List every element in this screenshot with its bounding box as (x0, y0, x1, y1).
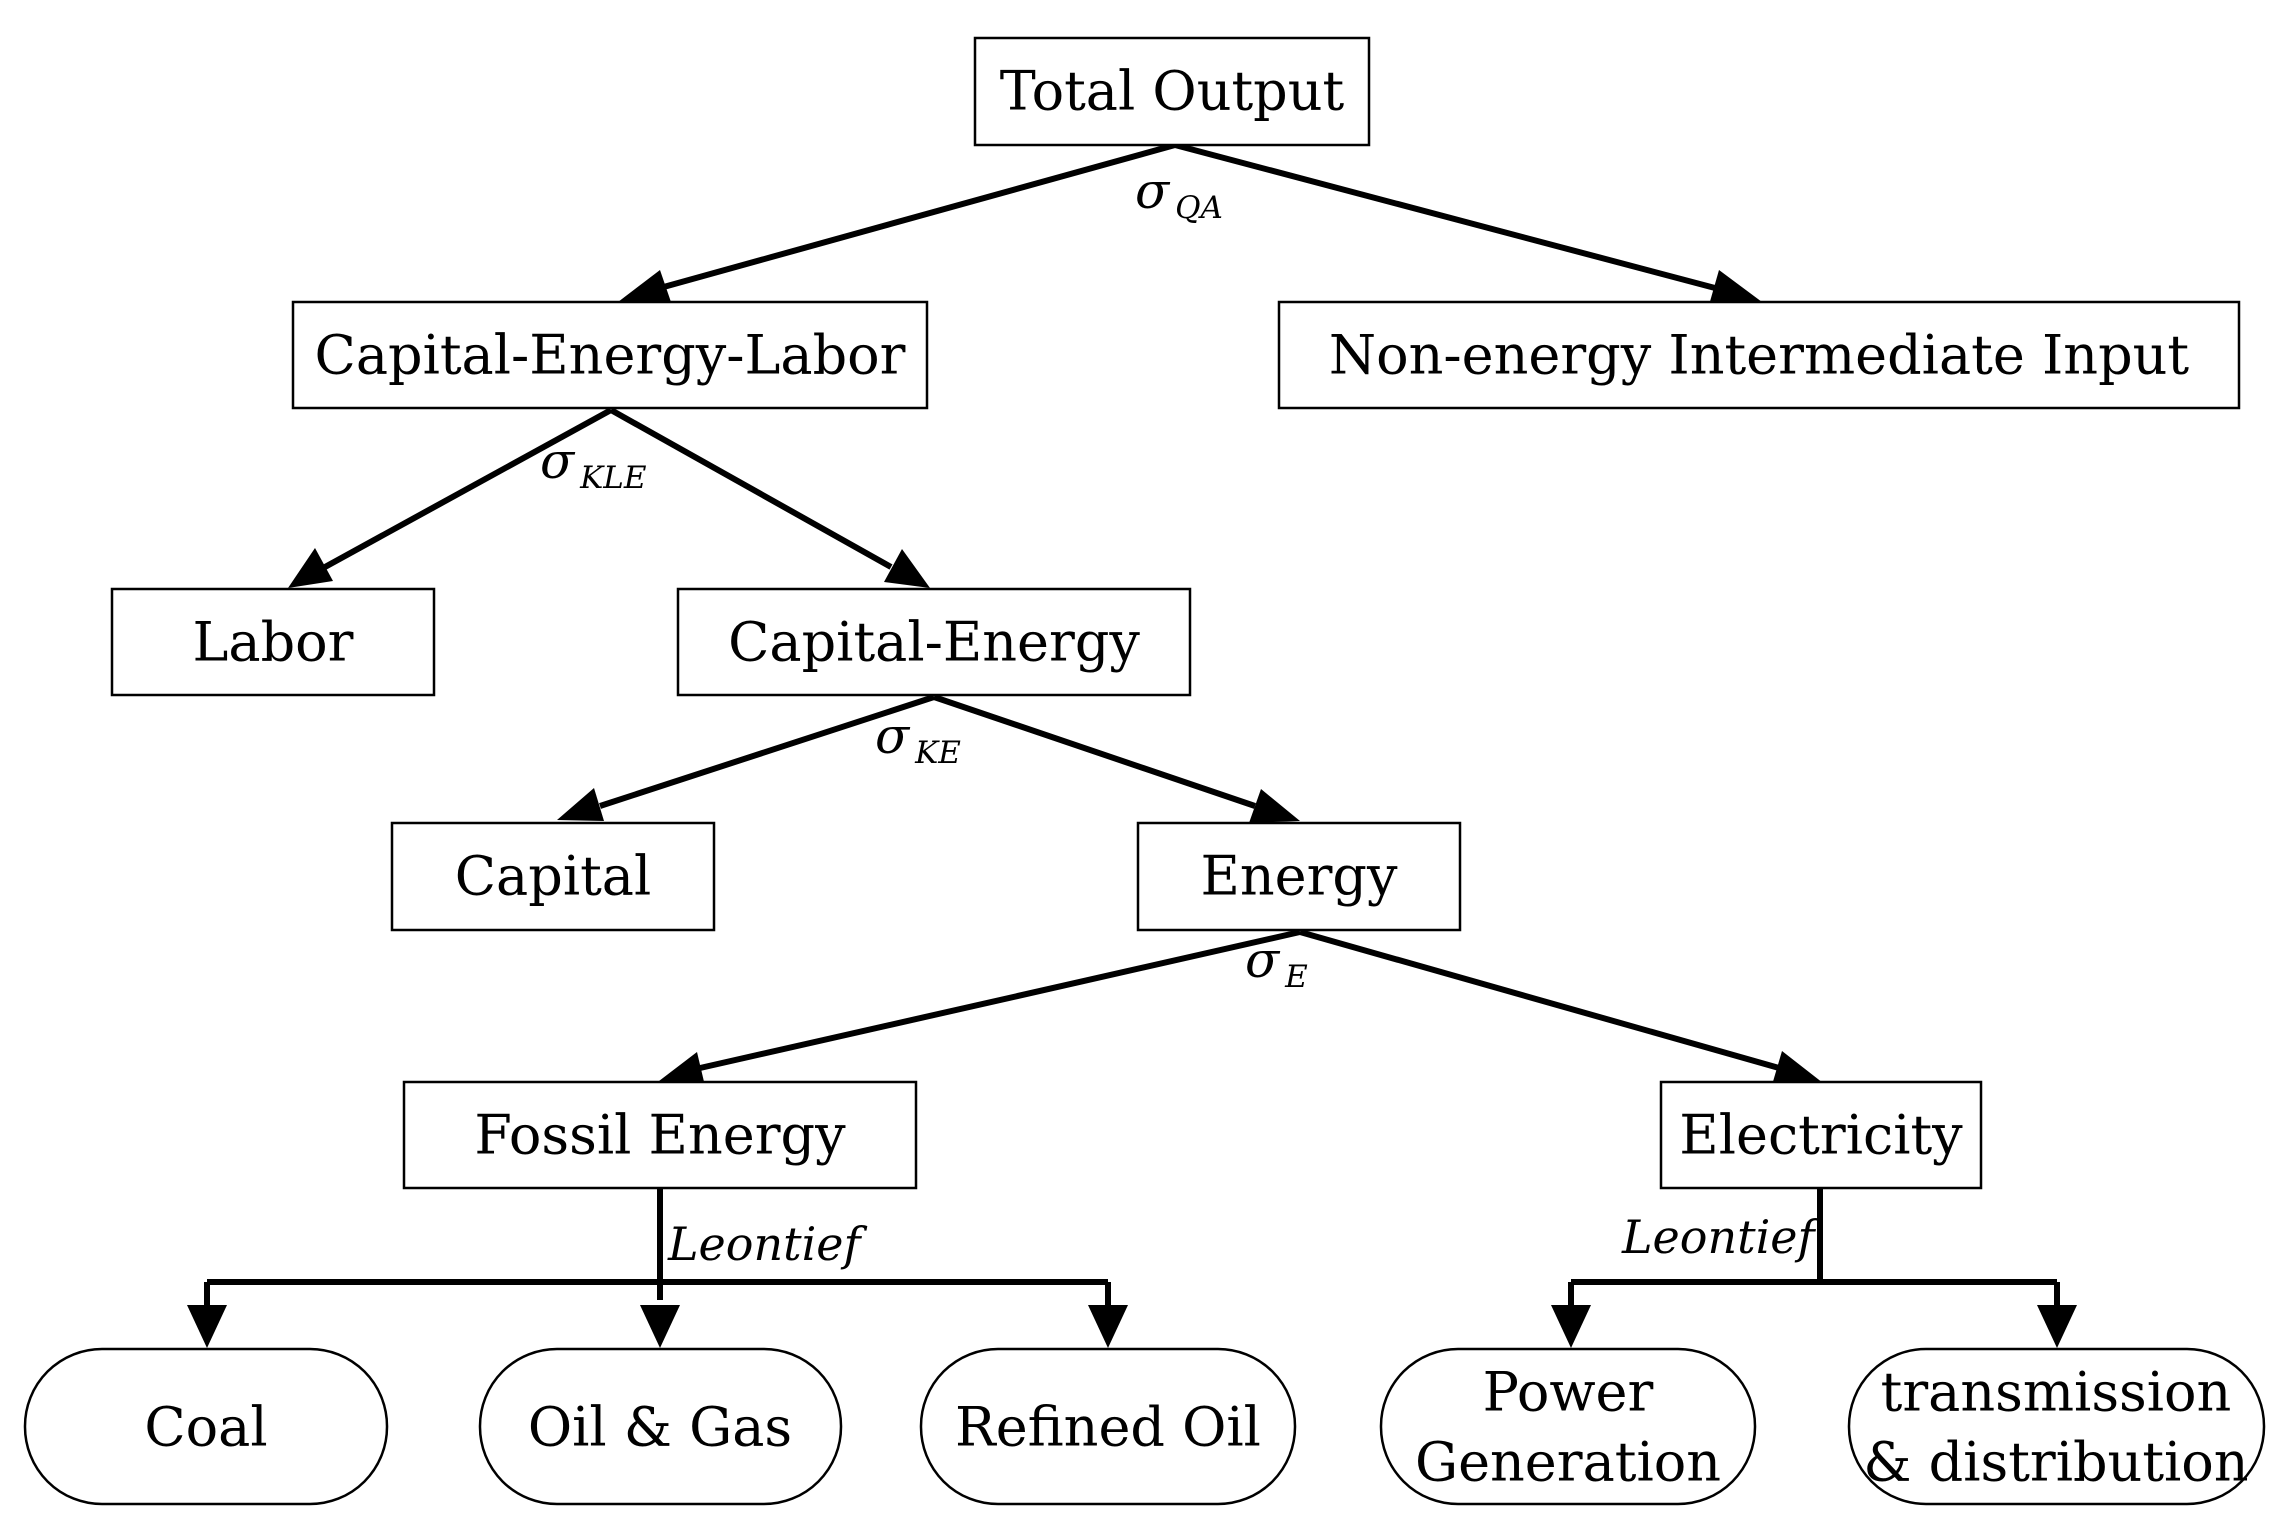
arrow-to-power-generation (1551, 1305, 1591, 1348)
node-label: Capital-Energy-Labor (315, 324, 906, 387)
node-refined-oil: Refined Oil (919, 1347, 1297, 1506)
node-box (478, 1347, 843, 1506)
arrow-to-labor (288, 548, 333, 588)
node-label-line1: Power (1483, 1361, 1654, 1424)
arrow-to-fossil (659, 1052, 705, 1086)
node-box (1847, 1347, 2266, 1506)
node-box (390, 821, 716, 932)
node-label: Electricity (1679, 1104, 1963, 1167)
node-label-line2: & distribution (1863, 1431, 2248, 1494)
leontief-electricity-label: Leontief (1621, 1210, 1822, 1264)
node-label: Oil & Gas (528, 1396, 792, 1459)
edge-cel-to-labor (323, 407, 613, 570)
node-label: Coal (144, 1396, 267, 1459)
edge-total-to-nonenergy (1174, 142, 1716, 291)
node-capital-energy-labor: Capital-Energy-Labor (291, 300, 929, 410)
node-label: Refined Oil (955, 1396, 1261, 1459)
node-box (973, 36, 1371, 147)
node-label: Capital (455, 845, 652, 908)
arrow-to-cel (618, 270, 672, 305)
node-box (402, 1080, 918, 1190)
edge-cel-to-ce (609, 407, 893, 570)
arrow-to-transmission (2037, 1305, 2077, 1348)
arrow-to-refined-oil (1088, 1305, 1128, 1348)
node-label-line2: Generation (1415, 1431, 1721, 1494)
node-box (1136, 821, 1462, 932)
node-label: Non-energy Intermediate Input (1329, 324, 2190, 387)
node-label: Total Output (1000, 60, 1345, 123)
node-box (291, 300, 929, 410)
node-label-line1: transmission (1881, 1361, 2232, 1424)
arrow-to-energy (1249, 789, 1300, 823)
leontief-fossil-label: Leontief (667, 1217, 868, 1271)
node-box (23, 1347, 389, 1506)
node-box (1277, 300, 2241, 410)
node-label: Capital-Energy (728, 611, 1140, 674)
node-capital: Capital (390, 821, 716, 932)
arrow-to-electricity (1772, 1051, 1823, 1085)
arrow-to-nonenergy (1709, 270, 1762, 305)
edge-energy-to-fossil (699, 929, 1301, 1071)
node-box (110, 587, 436, 697)
node-box (1379, 1347, 1757, 1506)
edge-ce-to-energy (933, 694, 1256, 809)
node-box (1659, 1080, 1983, 1190)
arrow-to-capital (557, 788, 604, 821)
node-transmission-distribution: transmission & distribution (1847, 1347, 2266, 1506)
arrow-to-coal (187, 1305, 227, 1348)
node-energy: Energy (1136, 821, 1462, 932)
node-coal: Coal (23, 1347, 389, 1506)
node-oil-gas: Oil & Gas (478, 1347, 843, 1506)
node-labor: Labor (110, 587, 436, 697)
node-capital-energy: Capital-Energy (676, 587, 1192, 697)
node-box (676, 587, 1192, 697)
node-electricity: Electricity (1659, 1080, 1983, 1190)
edge-total-to-cel (659, 142, 1176, 291)
node-power-generation: Power Generation (1379, 1347, 1757, 1506)
node-non-energy-intermediate-input: Non-energy Intermediate Input (1277, 300, 2241, 410)
node-label: Energy (1200, 845, 1398, 908)
arrow-to-oil-gas (640, 1305, 680, 1348)
edge-energy-to-electricity (1299, 929, 1780, 1071)
node-total-output: Total Output (973, 36, 1371, 147)
node-label: Labor (193, 611, 354, 674)
node-label: Fossil Energy (474, 1104, 846, 1167)
node-box (919, 1347, 1297, 1506)
arrow-to-ce (884, 549, 930, 588)
edge-ce-to-capital (599, 694, 935, 809)
node-fossil-energy: Fossil Energy (402, 1080, 918, 1190)
edges (187, 142, 2077, 1348)
